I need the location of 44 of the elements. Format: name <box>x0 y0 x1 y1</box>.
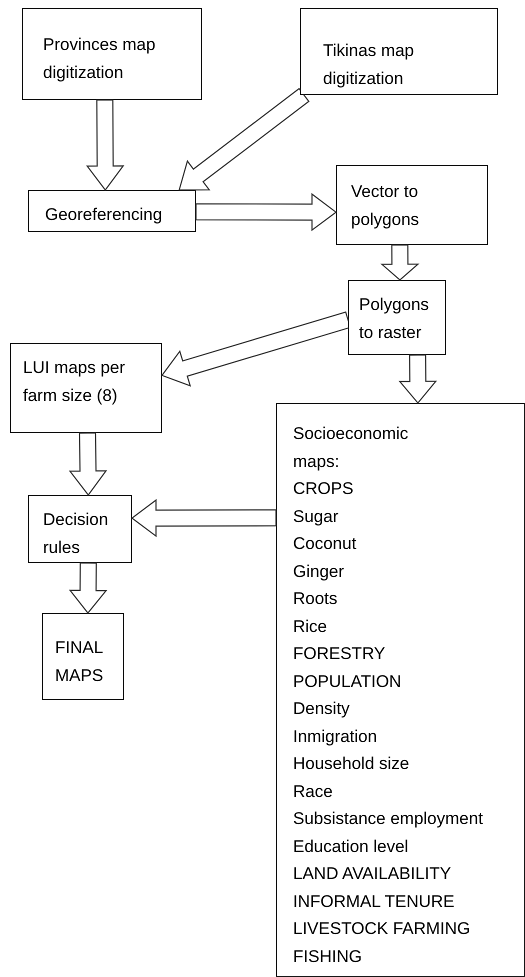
box-label: Provinces map digitization <box>43 34 156 84</box>
list-item: FORESTRY <box>293 643 386 665</box>
box-label: Tikinas map digitization <box>323 40 416 90</box>
process-box <box>336 165 488 245</box>
list-item: Coconut <box>293 533 356 555</box>
box-label: Vector to polygons <box>351 181 420 230</box>
block-arrow <box>380 244 420 281</box>
block-arrow <box>68 562 108 614</box>
list-item: Rice <box>293 616 328 638</box>
block-arrow <box>68 432 108 496</box>
block-arrow <box>86 99 124 191</box>
box-label: Socioeconomic maps: <box>293 423 410 472</box>
block-arrow <box>178 88 310 191</box>
box-label: FINAL MAPS <box>55 637 104 686</box>
list-item: FISHING <box>293 946 362 968</box>
list-item: Race <box>293 780 333 802</box>
list-item: Inmigration <box>293 726 378 748</box>
list-item: LAND AVAILABILITY <box>293 863 452 885</box>
list-item: Density <box>293 698 350 720</box>
list-item: Household size <box>293 753 410 775</box>
process-box <box>22 8 202 100</box>
list-item: Subsistance employment <box>293 808 483 830</box>
process-box <box>300 8 498 95</box>
process-box <box>10 343 162 433</box>
box-label: LUI maps per farm size (8) <box>23 357 126 406</box>
box-label: Polygons to raster <box>359 294 430 344</box>
block-arrow <box>398 354 438 404</box>
list-item: Sugar <box>293 506 338 528</box>
box-label: Georeferencing <box>45 204 162 226</box>
list-item: CROPS <box>293 478 354 500</box>
list-item: Education level <box>293 836 408 858</box>
block-arrow <box>131 498 277 538</box>
list-item: Roots <box>293 588 338 610</box>
process-box <box>28 190 196 232</box>
block-arrow <box>195 192 337 232</box>
list-item: POPULATION <box>293 670 402 692</box>
list-item: Ginger <box>293 560 344 582</box>
process-box <box>276 403 525 977</box>
process-box <box>42 613 124 700</box>
box-label: Decision rules <box>43 509 110 558</box>
process-box <box>28 495 132 563</box>
list-item: INFORMAL TENURE <box>293 890 455 912</box>
process-box <box>348 280 446 355</box>
list-item: LIVESTOCK FARMING <box>293 918 470 940</box>
